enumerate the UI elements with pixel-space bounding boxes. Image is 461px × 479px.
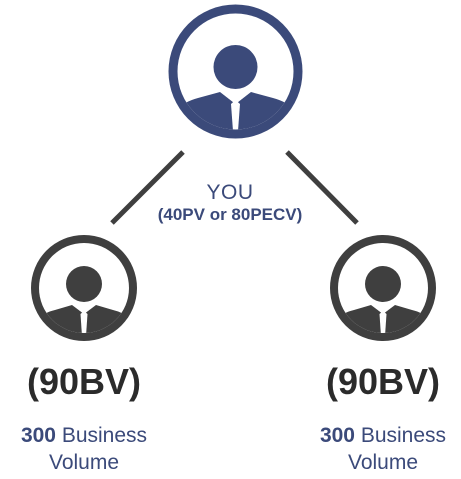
volume-text: Business bbox=[61, 424, 148, 447]
child-volume: 300 Business Volume bbox=[0, 422, 174, 477]
volume-text-2: Volume bbox=[347, 451, 419, 475]
child-label-left: (90BV) 300 Business Volume bbox=[0, 364, 174, 477]
child-node-right bbox=[327, 232, 439, 344]
volume-number: 300 bbox=[20, 424, 56, 447]
volume-text-2: Volume bbox=[48, 451, 120, 475]
root-node bbox=[164, 0, 307, 143]
child-bv: (90BV) bbox=[325, 361, 441, 402]
child-bv: (90BV) bbox=[26, 361, 142, 402]
root-requirement: (40PV or 80PECV) bbox=[157, 205, 303, 225]
person-icon bbox=[168, 4, 303, 139]
connector-right bbox=[285, 150, 359, 225]
volume-number: 300 bbox=[319, 424, 355, 447]
connector-left bbox=[110, 150, 185, 225]
child-node-left bbox=[28, 232, 140, 344]
root-name: YOU bbox=[206, 181, 254, 204]
volume-text: Business bbox=[360, 424, 447, 447]
person-icon bbox=[31, 235, 137, 341]
child-volume: 300 Business Volume bbox=[293, 422, 461, 477]
child-label-right: (90BV) 300 Business Volume bbox=[293, 364, 461, 477]
root-label: YOU (40PV or 80PECV) bbox=[130, 180, 330, 226]
person-icon bbox=[330, 235, 436, 341]
